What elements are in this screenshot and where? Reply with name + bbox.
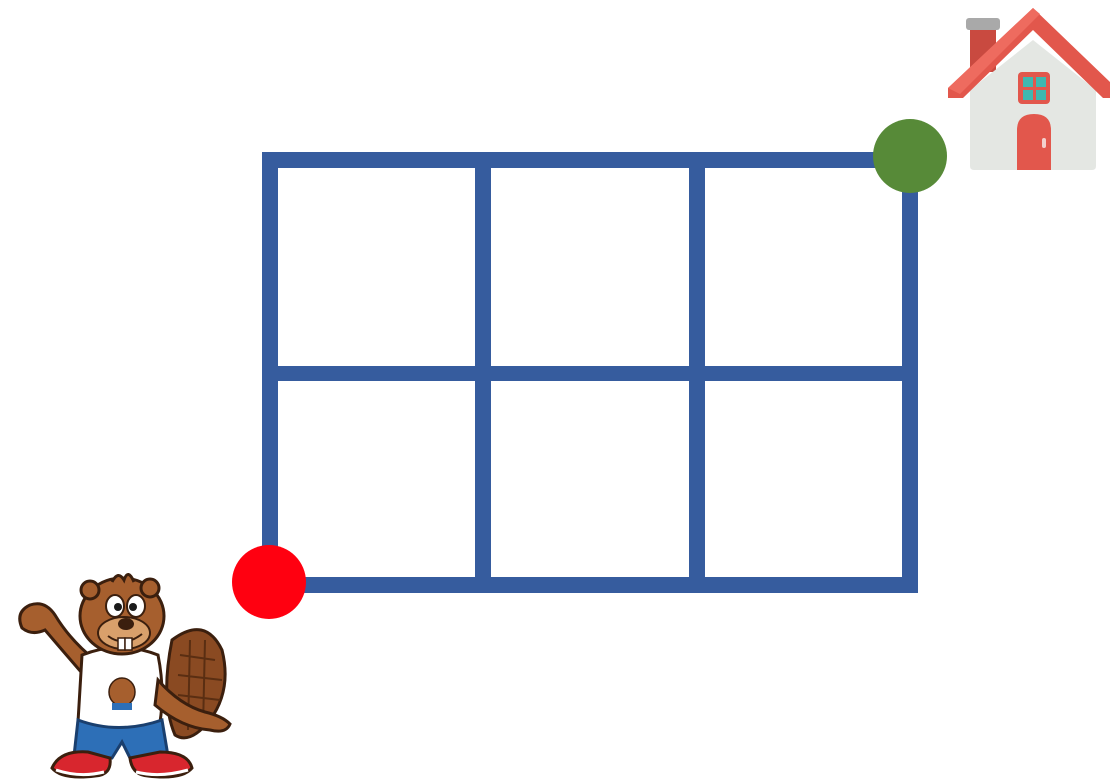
grid-line-bottom: [262, 577, 918, 593]
house-icon: [948, 8, 1110, 170]
start-marker: [232, 545, 306, 619]
end-marker: [873, 119, 947, 193]
grid-line-top: [262, 152, 918, 168]
grid-line-right: [902, 152, 918, 593]
grid-line-left: [262, 152, 278, 593]
grid-line-col-2: [689, 152, 705, 593]
grid-lines: [262, 152, 918, 593]
grid-line-col-1: [475, 152, 491, 593]
grid-line-middle: [262, 366, 918, 381]
beaver-mascot-icon: [20, 574, 230, 777]
